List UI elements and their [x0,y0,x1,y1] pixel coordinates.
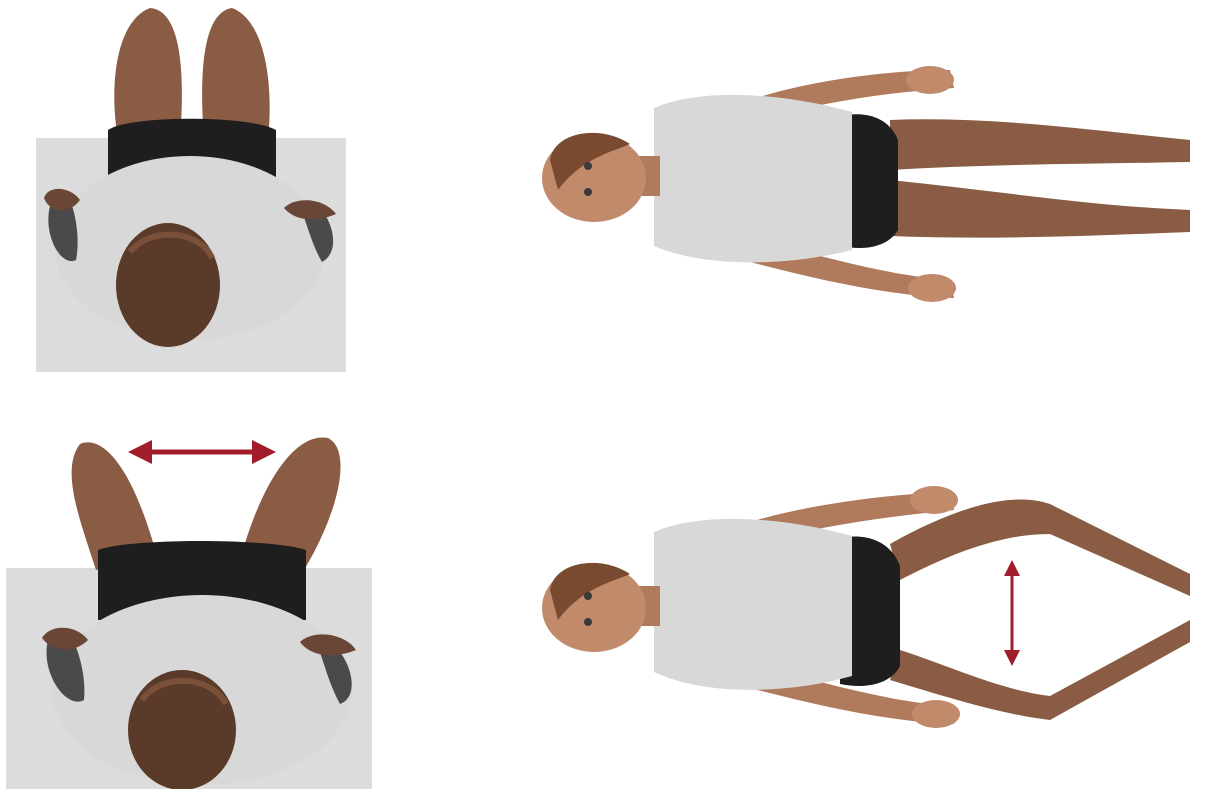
figure-lying-legs-together [530,40,1210,320]
panel-bottom-left [0,410,380,789]
lower-hand [912,700,960,728]
panel-top-right [530,40,1210,320]
upper-hand [910,486,958,514]
eye [584,592,592,600]
figure-lying-legs-apart [530,470,1210,770]
lower-hand [908,274,956,302]
panel-bottom-right [530,470,1210,770]
head-hair [128,670,236,789]
shirt [654,519,852,690]
head-hair [116,223,220,347]
eye [584,618,592,626]
horizontal-double-arrow [128,440,276,464]
figure-top-view-legs-apart [0,410,380,789]
eye [584,188,592,196]
upper-leg [890,119,1190,170]
vertical-double-arrow [1004,560,1020,666]
lower-leg [890,180,1190,238]
shirt [654,95,852,262]
figure-top-view-legs-together [0,0,380,380]
panel-top-left [0,0,380,380]
upper-hand [906,66,954,94]
eye [584,162,592,170]
